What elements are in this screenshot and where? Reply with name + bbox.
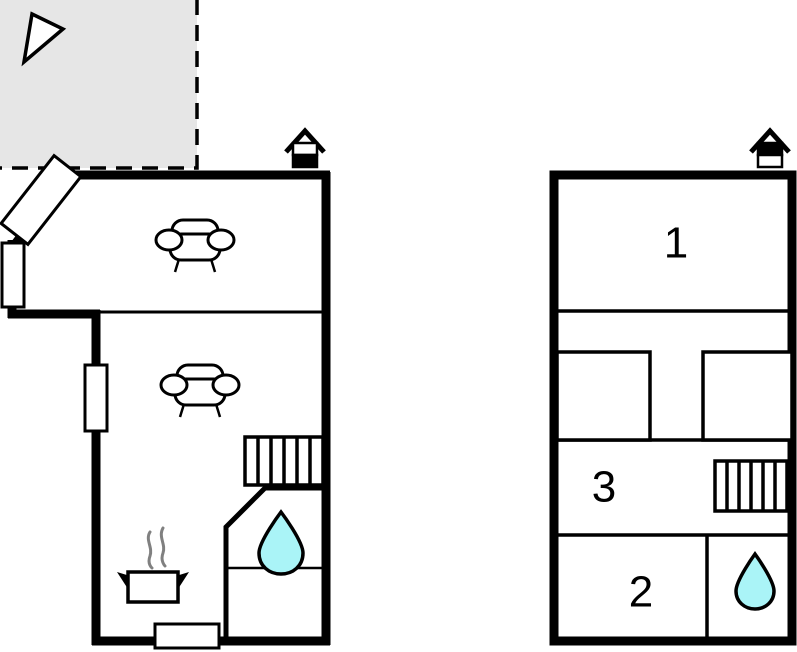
- terrace: [0, 0, 199, 170]
- window-left-lower[interactable]: [83, 363, 109, 433]
- bed-left: [555, 350, 652, 442]
- window-left-upper[interactable]: [0, 241, 26, 309]
- room-label-1: 1: [664, 219, 688, 268]
- entrance-door[interactable]: [0, 153, 83, 247]
- window-bottom[interactable]: [153, 622, 221, 650]
- room-label-3: 3: [592, 463, 616, 512]
- sofa-lower: [159, 363, 241, 418]
- room-label-2: 2: [629, 568, 653, 617]
- radiator-right: [713, 459, 789, 513]
- radiator-left: [243, 435, 325, 487]
- chimney-icon-left: [284, 127, 326, 169]
- sofa-upper: [154, 218, 236, 273]
- water-drop-right: [734, 551, 776, 611]
- parasol-icon: [21, 11, 67, 67]
- bed-right: [701, 350, 794, 442]
- cooking-pot-icon: [117, 526, 189, 604]
- chimney-icon-right: [749, 127, 791, 169]
- water-drop-left: [257, 509, 305, 576]
